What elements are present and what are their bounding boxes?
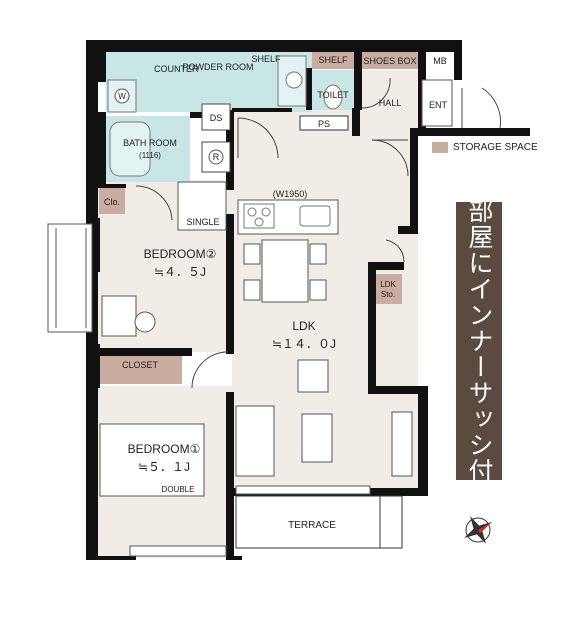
storage-areas bbox=[99, 52, 418, 384]
double-bed bbox=[99, 423, 205, 497]
closet-small-label: Clo. bbox=[104, 197, 120, 207]
inner-sash-banner-text: 全部屋にインナーサッシ付き bbox=[465, 172, 494, 510]
washer-icon bbox=[114, 88, 130, 104]
kitchen-width-label: (W1950) bbox=[273, 189, 308, 199]
refrigerator-icon bbox=[208, 149, 224, 165]
shelf-toilet-area bbox=[312, 52, 354, 69]
sink-icon bbox=[285, 71, 303, 89]
terrace-area bbox=[235, 495, 403, 549]
chair-icon bbox=[243, 243, 261, 265]
ds-label: DS bbox=[210, 113, 223, 123]
ds-box bbox=[201, 103, 231, 131]
bedroom1-name-label: BEDROOM① bbox=[128, 442, 201, 456]
storage-legend-label: STORAGE SPACE bbox=[453, 142, 538, 153]
bedroom2-size-label: ≒４．５J bbox=[154, 265, 206, 279]
ps-label: PS bbox=[318, 119, 330, 129]
chair-icon bbox=[309, 279, 327, 301]
tv-stand bbox=[391, 411, 413, 477]
single-bed bbox=[177, 181, 227, 231]
double-label: DOUBLE bbox=[162, 485, 195, 494]
powder-room-label: POWDER ROOM bbox=[183, 62, 254, 72]
ldk-size-label: ≒１４．０J bbox=[272, 337, 336, 351]
single-label: SINGLE bbox=[186, 217, 219, 227]
stove-icon bbox=[243, 203, 275, 229]
shelf-powder-label: SHELF bbox=[251, 54, 281, 64]
closet-small-area bbox=[99, 184, 125, 214]
mb-label: MB bbox=[433, 56, 447, 66]
shoes-box-label: SHOES BOX bbox=[363, 56, 416, 66]
r-label: R bbox=[213, 152, 220, 162]
bedroom1-size-label: ≒５．１J bbox=[138, 460, 190, 474]
shoes-box-area bbox=[362, 52, 418, 69]
kitchen-sink-icon bbox=[299, 205, 331, 227]
dining-table bbox=[261, 239, 309, 303]
ldk-storage-label-1: LDK bbox=[380, 280, 396, 289]
armchair bbox=[297, 359, 329, 393]
ps-box bbox=[299, 115, 349, 131]
desk bbox=[101, 295, 137, 337]
washer-symbol: W bbox=[118, 92, 126, 101]
bath-size-label: (1116) bbox=[139, 151, 161, 160]
room-labels: COUNTER POWDER ROOM SHELF SHELF TOILET S… bbox=[104, 54, 448, 531]
terrace-label: TERRACE bbox=[288, 520, 336, 531]
doors bbox=[135, 77, 501, 389]
coffee-table bbox=[301, 413, 333, 463]
desk-chair-icon bbox=[134, 311, 156, 333]
counter-label: COUNTER bbox=[154, 64, 199, 74]
storage-legend: STORAGE SPACE bbox=[432, 142, 538, 153]
toilet-label: TOILET bbox=[317, 90, 349, 100]
closet-area bbox=[99, 356, 182, 384]
ldk-storage-label-2: Sto. bbox=[381, 290, 395, 299]
toilet-icon bbox=[323, 84, 343, 110]
ent-label: ENT bbox=[429, 100, 448, 110]
bathtub bbox=[109, 121, 151, 177]
ldk-storage-area bbox=[374, 274, 402, 304]
sofa bbox=[235, 405, 275, 477]
shelf-toilet-label: SHELF bbox=[318, 55, 348, 65]
closet-label: CLOSET bbox=[122, 360, 159, 370]
ldk-name-label: LDK bbox=[292, 319, 315, 333]
windows bbox=[47, 79, 453, 557]
hall-label: HALL bbox=[379, 98, 402, 108]
chair-icon bbox=[243, 279, 261, 301]
bath-room-label: BATH ROOM bbox=[123, 138, 177, 148]
chair-icon bbox=[309, 243, 327, 265]
bedroom2-name-label: BEDROOM② bbox=[144, 247, 217, 261]
inner-sash-banner: 全部屋にインナーサッシ付き bbox=[456, 172, 502, 510]
compass-icon bbox=[464, 516, 492, 544]
storage-legend-swatch bbox=[432, 142, 448, 153]
